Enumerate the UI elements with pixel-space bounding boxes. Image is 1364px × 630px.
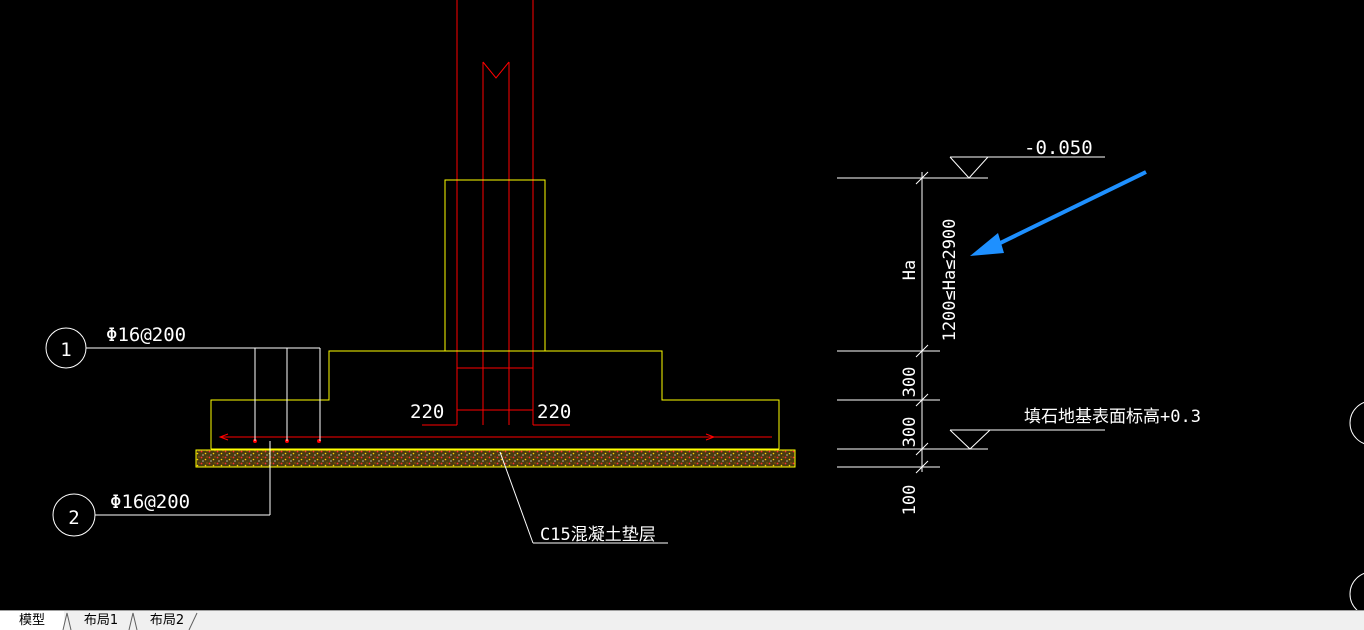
cushion-note: C15混凝土垫层 (540, 525, 656, 545)
offset-right-label: 220 (537, 401, 571, 423)
layout-tab-bar: 模型 布局1 布局2 (0, 610, 1364, 630)
fill-note: 填石地基表面标高+0.3 (1024, 407, 1201, 427)
drawing-canvas[interactable]: 1 Φ16@200 2 Φ16@200 220 220 C15混凝土垫层 -0.… (0, 0, 1364, 610)
tab-layout-2[interactable]: 布局2 (149, 613, 185, 628)
callout-number-1: 1 (60, 339, 71, 361)
offscreen-callout-circle (1349, 572, 1364, 610)
tab-separator (128, 611, 138, 630)
rebar-leaders (45, 327, 668, 544)
foundation-outline (195, 179, 796, 468)
dim-range-label: 1200≤Ha≤2900 (940, 219, 960, 342)
callout-number-2: 2 (68, 507, 79, 529)
offset-left-label: 220 (410, 401, 444, 423)
annotation-arrow (970, 170, 1147, 256)
dim-step-2-label: 300 (900, 417, 920, 448)
column-rebar-lines (422, 0, 570, 426)
elevation-top-label: -0.050 (1024, 137, 1093, 159)
dim-cushion-label: 100 (900, 485, 920, 516)
dim-step-1-label: 300 (900, 367, 920, 398)
bottom-rebar (218, 433, 772, 443)
tab-layout-1[interactable]: 布局1 (83, 613, 119, 628)
elevation-marker-top (949, 156, 990, 179)
rebar-2-spec: Φ16@200 (110, 491, 190, 513)
dim-height-label: Ha (900, 260, 920, 280)
tab-model[interactable]: 模型 (0, 611, 64, 630)
elevation-marker-fill (949, 429, 992, 450)
cad-drawing[interactable]: 1 Φ16@200 2 Φ16@200 220 220 C15混凝土垫层 -0.… (0, 0, 1364, 610)
tab-separator (188, 611, 198, 630)
rebar-1-spec: Φ16@200 (106, 324, 186, 346)
offscreen-callout-circle (1349, 401, 1364, 445)
concrete-cushion (195, 449, 796, 468)
tab-separator (62, 611, 72, 630)
dimension-lines (837, 156, 1105, 474)
